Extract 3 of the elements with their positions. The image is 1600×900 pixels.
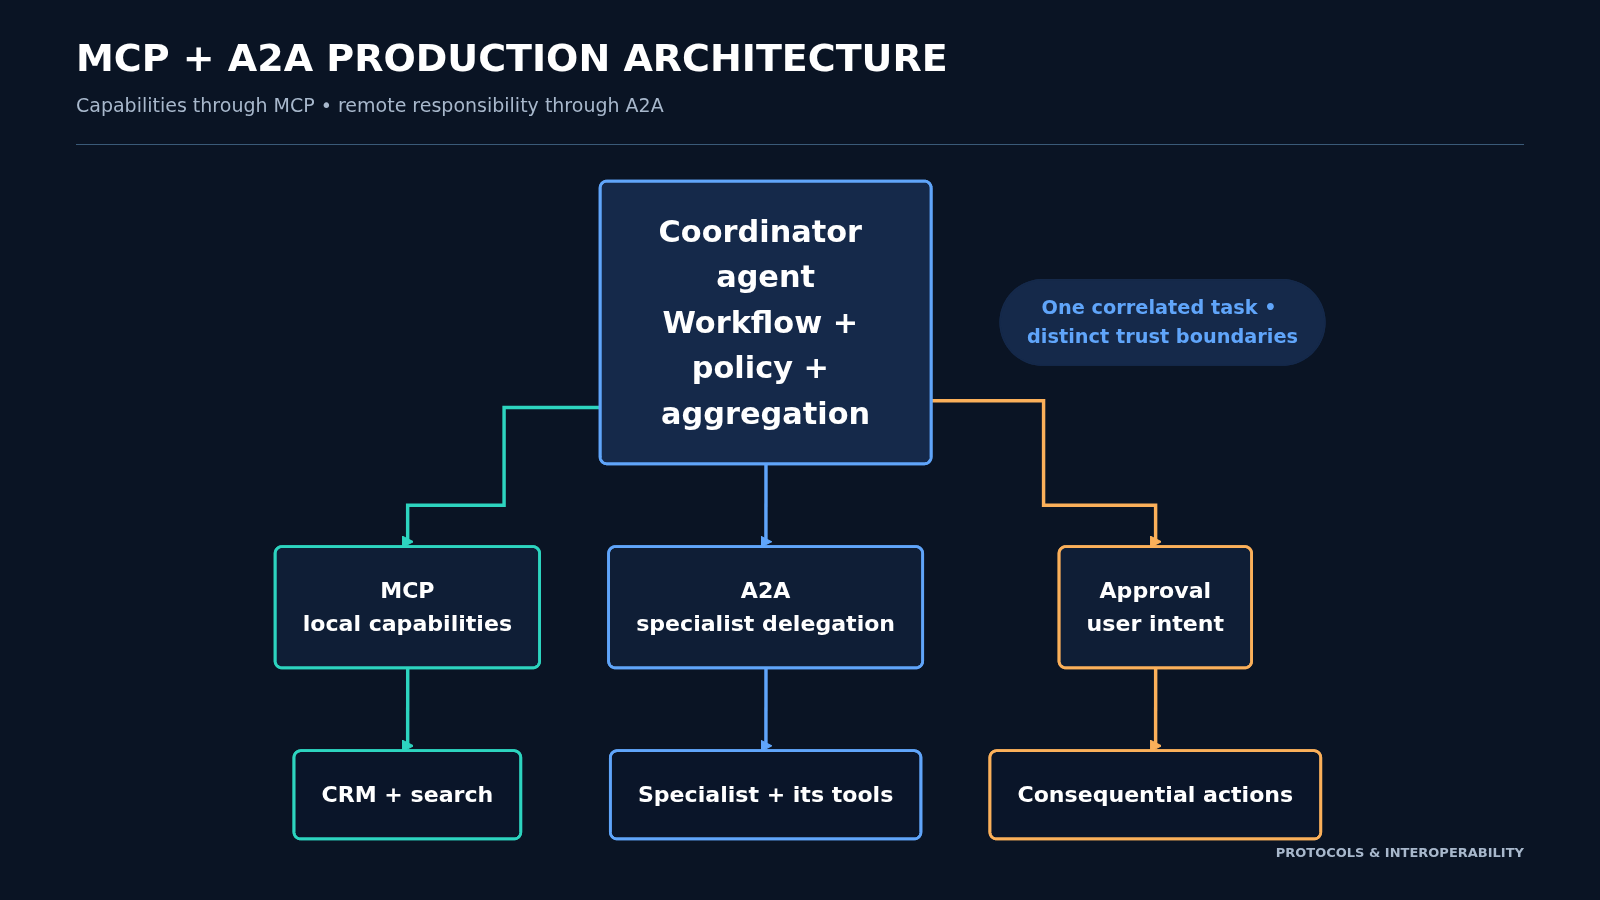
footer-text: PROTOCOLS & INTEROPERABILITY	[1275, 845, 1524, 860]
subtitle: Capabilities through MCP • remote responsibility through A2A	[76, 94, 664, 116]
title: MCP + A2A PRODUCTION ARCHITECTURE	[76, 36, 948, 80]
